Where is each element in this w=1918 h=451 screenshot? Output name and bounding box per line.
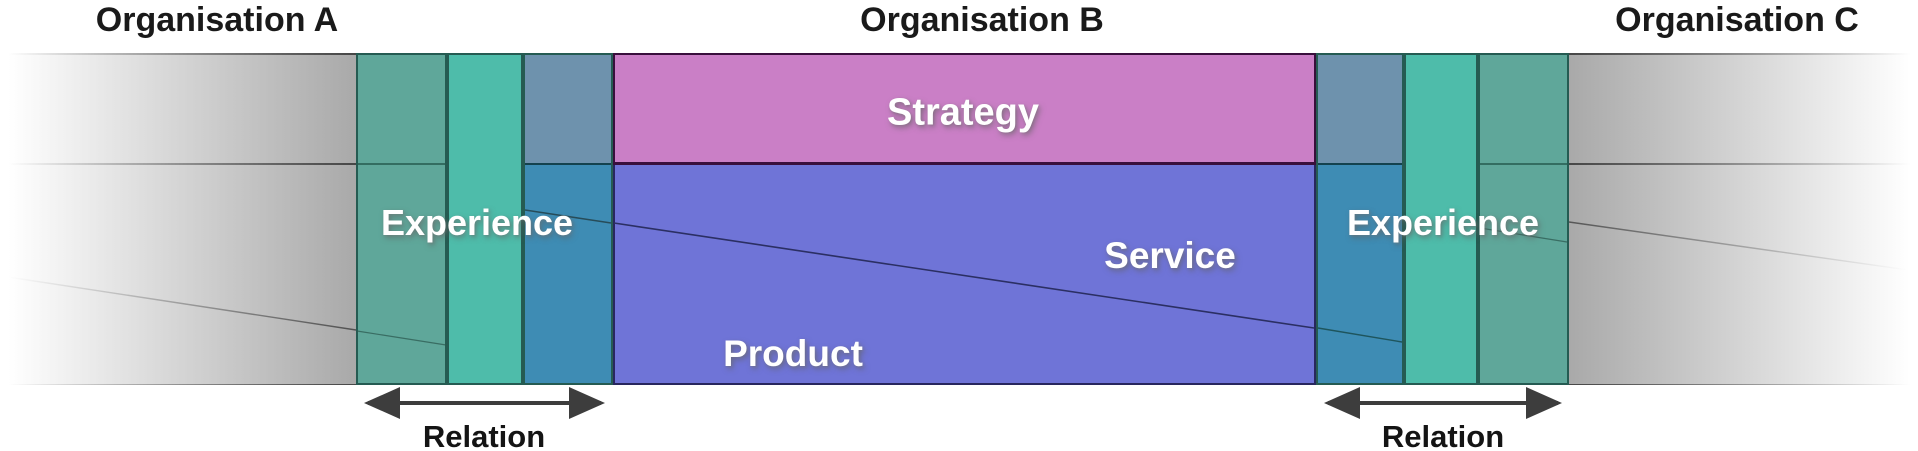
gradient-top-line <box>1569 53 1910 55</box>
column-lower-segment <box>1318 163 1402 383</box>
gradient-bottom-line <box>1569 383 1910 385</box>
column-split-line <box>1480 163 1567 165</box>
relation-left-label: Relation <box>422 419 546 451</box>
org-b-title: Organisation B <box>860 1 1104 39</box>
org-a-gradient-panel <box>8 53 356 385</box>
org-c-title: Organisation C <box>1615 1 1859 39</box>
org-c-gradient-panel <box>1569 53 1910 385</box>
strategy-block <box>613 53 1316 165</box>
experience-right-label: Experience <box>1346 202 1540 243</box>
column-split-line <box>358 163 445 165</box>
org-a-title: Organisation A <box>95 1 339 39</box>
service-label: Service <box>1104 235 1236 276</box>
strategy-label: Strategy <box>886 91 1040 134</box>
experience-left-column-middle <box>447 53 523 385</box>
experience-right-column-middle <box>1404 53 1478 385</box>
gradient-top-line <box>8 53 356 55</box>
gradient-bottom-line <box>8 383 356 385</box>
product-label: Product <box>723 333 863 374</box>
relation-right-label: Relation <box>1381 419 1505 451</box>
experience-left-column-outer <box>356 53 447 385</box>
gradient-mid-line <box>8 163 356 165</box>
experience-left-column-inner <box>523 53 613 385</box>
gradient-mid-line <box>1569 163 1910 165</box>
experience-right-column-outer <box>1478 53 1569 385</box>
experience-left-label: Experience <box>380 202 574 243</box>
column-lower-segment <box>525 163 611 383</box>
